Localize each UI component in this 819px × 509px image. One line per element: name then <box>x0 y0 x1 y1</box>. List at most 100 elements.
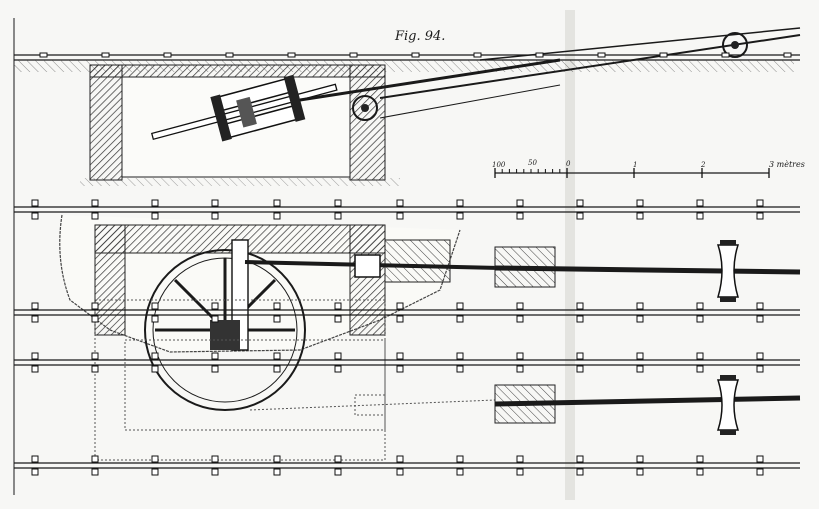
rail-chair <box>636 455 644 463</box>
rail-chair <box>273 455 281 463</box>
rail-chair <box>334 212 342 220</box>
rail-chair <box>273 302 281 310</box>
rail-chair <box>636 352 644 360</box>
rail-chair <box>636 365 644 373</box>
elevation-view <box>14 27 801 186</box>
rail-chair <box>151 315 159 323</box>
steam-cylinders <box>150 74 338 142</box>
flywheel <box>144 249 306 411</box>
rail-chair <box>516 455 524 463</box>
rail-chair <box>151 455 159 463</box>
rail-chair <box>334 455 342 463</box>
pulley-upper <box>722 32 748 58</box>
rail-chair <box>396 199 404 207</box>
rail-chair <box>516 365 524 373</box>
rail-chair <box>151 352 159 360</box>
rail-chair <box>31 199 39 207</box>
rail-chair <box>334 315 342 323</box>
rail-chair <box>456 315 464 323</box>
rail-chair <box>273 199 281 207</box>
rail-chair <box>91 468 99 476</box>
rail-chair <box>576 302 584 310</box>
rail-chair <box>211 315 219 323</box>
rail-tracks <box>14 199 800 476</box>
rail-chair <box>576 365 584 373</box>
rail-chair <box>31 365 39 373</box>
rail-chair <box>516 315 524 323</box>
rail-chair <box>334 468 342 476</box>
rail-chair <box>576 352 584 360</box>
rail-chair <box>636 302 644 310</box>
rail-chair <box>211 365 219 373</box>
rail-chair <box>31 468 39 476</box>
rail-chair <box>576 455 584 463</box>
rail-chair <box>516 199 524 207</box>
pit-wall-left <box>89 64 123 181</box>
rail-chair <box>334 365 342 373</box>
scale-label-50: 50 <box>528 159 537 167</box>
rail-chair <box>273 365 281 373</box>
pit-wall-right <box>349 64 386 181</box>
rail-chair <box>696 455 704 463</box>
rail-chair <box>576 315 584 323</box>
rail-chair <box>456 302 464 310</box>
rail-chair <box>396 352 404 360</box>
rail-chair <box>396 315 404 323</box>
rail-chair <box>151 468 159 476</box>
rail-chair <box>636 199 644 207</box>
rail-chair <box>91 302 99 310</box>
rail-chair <box>696 199 704 207</box>
rail-chair <box>151 302 159 310</box>
scale-label-3: 3 mètres <box>769 160 805 169</box>
rail-chair <box>334 199 342 207</box>
rail-sleeper <box>597 52 606 58</box>
rail-chair <box>396 455 404 463</box>
rail-chair <box>636 315 644 323</box>
rail-chair <box>151 199 159 207</box>
rail-chair <box>334 352 342 360</box>
rail-chair <box>456 352 464 360</box>
rail-chair <box>91 315 99 323</box>
rail-chair <box>456 365 464 373</box>
rail-chair <box>151 365 159 373</box>
rail-sleeper <box>783 52 792 58</box>
rail-sleeper <box>101 52 110 58</box>
rail-chair <box>576 212 584 220</box>
drum-lower <box>716 375 740 435</box>
rail-chair <box>756 365 764 373</box>
rail-chair <box>396 365 404 373</box>
rail-sleeper <box>287 52 296 58</box>
rail-chair <box>273 212 281 220</box>
rail-chair <box>516 212 524 220</box>
rail-chair <box>396 468 404 476</box>
rail-chair <box>211 455 219 463</box>
rail-sleeper <box>163 52 172 58</box>
figure-title: Fig. 94. <box>394 29 445 44</box>
rail-chair <box>396 302 404 310</box>
rail-sleeper <box>535 52 544 58</box>
rail-chair <box>91 199 99 207</box>
rail-sleeper <box>473 52 482 58</box>
rail-chair <box>211 352 219 360</box>
rail-chair <box>273 468 281 476</box>
rail-chair <box>756 468 764 476</box>
rail-chair <box>696 365 704 373</box>
rail-chair <box>151 212 159 220</box>
rail-sleeper <box>225 52 234 58</box>
rail-chair <box>456 199 464 207</box>
rail-chair <box>91 212 99 220</box>
rail-chair <box>211 199 219 207</box>
rail-chair <box>756 212 764 220</box>
rail-chair <box>31 352 39 360</box>
rail-chair <box>273 315 281 323</box>
drum-upper <box>716 240 740 302</box>
rail-chair <box>696 352 704 360</box>
rail-chair <box>516 468 524 476</box>
rail-chair <box>756 455 764 463</box>
rail-chair <box>576 199 584 207</box>
scale-label-1: 1 <box>633 161 637 169</box>
rail-chair <box>456 212 464 220</box>
rail-chair <box>636 212 644 220</box>
rail-chair <box>696 302 704 310</box>
